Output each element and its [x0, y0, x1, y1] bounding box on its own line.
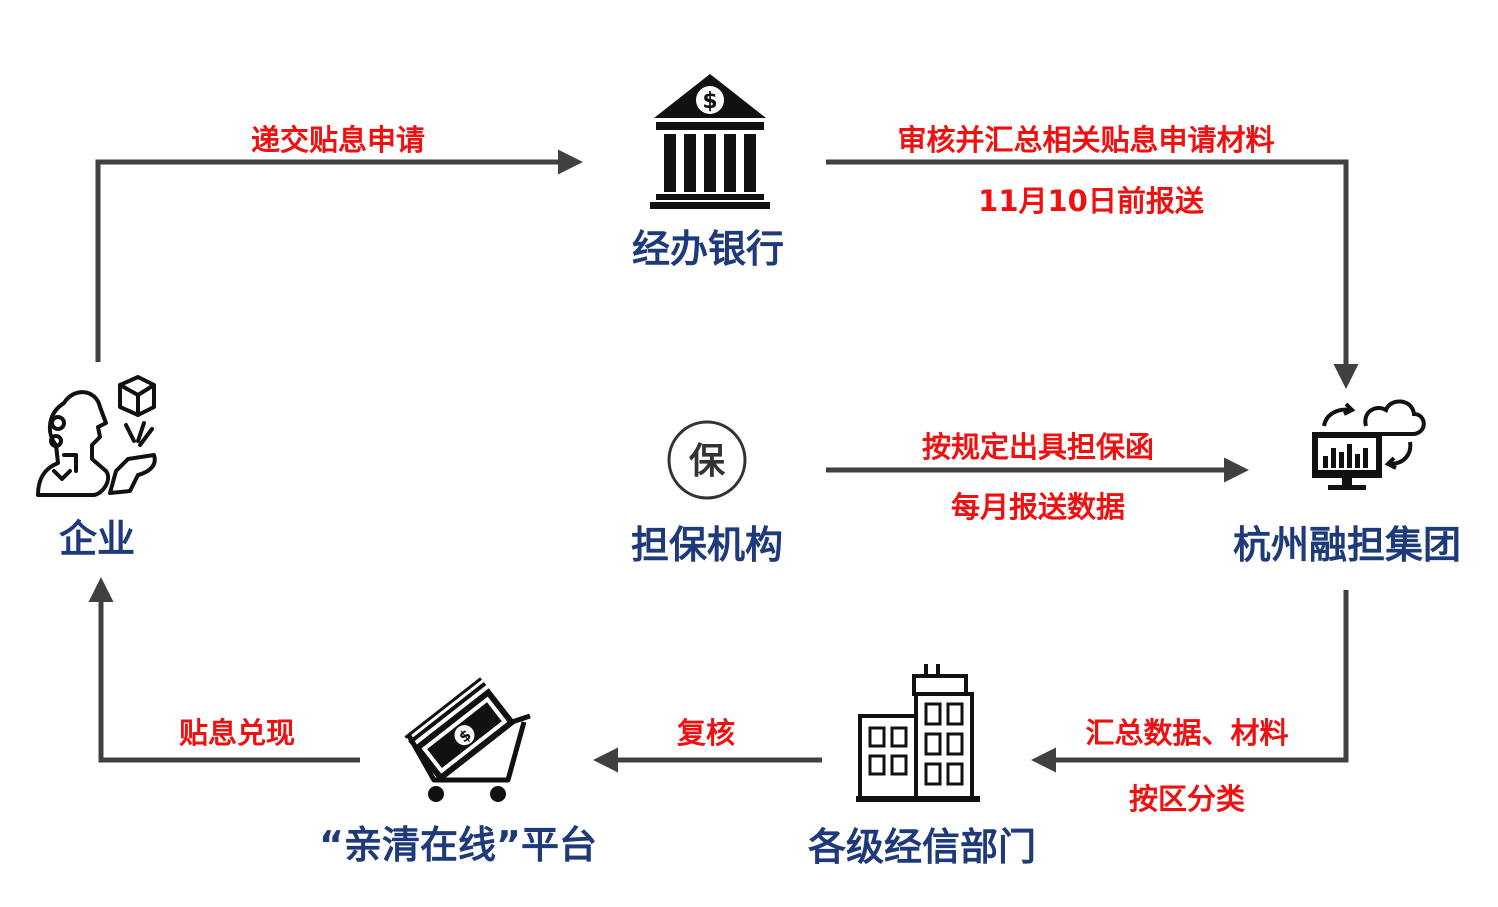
office-building-icon	[856, 664, 980, 802]
cloud-computer-icon	[1312, 399, 1426, 490]
edge-sublabel-agency-to-group: 每月报送数据	[950, 490, 1126, 524]
edge-label-enterprise-to-bank: 递交贴息申请	[250, 123, 426, 157]
node-label-enterprise: 企业	[58, 517, 136, 561]
edge-sublabel-group-to-dept: 按区分类	[1128, 782, 1246, 816]
node-label-hangzhou-group: 杭州融担集团	[1232, 523, 1462, 567]
edge-label-agency-to-group: 按规定出具担保函	[921, 430, 1155, 464]
node-label-platform: “亲清在线”平台	[319, 823, 597, 867]
bao-seal-icon: 保	[667, 420, 747, 500]
ai-person-icon	[36, 375, 157, 497]
edge-label-platform-to-enterprise: 贴息兑现	[178, 716, 296, 750]
edge-label-dept-to-platform: 复核	[676, 716, 736, 750]
bank-icon: $	[650, 74, 770, 209]
bao-glyph: 保	[689, 441, 726, 482]
edge-label-bank-to-group: 审核并汇总相关贴息申请材料	[897, 123, 1275, 157]
edge-label-group-to-dept: 汇总数据、材料	[1085, 716, 1289, 750]
node-label-econ-dept: 各级经信部门	[807, 825, 1037, 869]
edge-group-to-dept	[1031, 590, 1349, 773]
svg-text:$: $	[702, 89, 717, 114]
money-cart-icon: $	[404, 677, 531, 802]
edge-enterprise-to-bank	[95, 149, 583, 362]
edge-sublabel-bank-to-group: 11月10日前报送	[978, 184, 1204, 218]
node-label-guarantee-agency: 担保机构	[630, 523, 784, 567]
edge-platform-to-enterprise	[88, 577, 360, 763]
node-label-bank: 经办银行	[631, 227, 785, 271]
edge-bank-to-group	[826, 159, 1359, 389]
